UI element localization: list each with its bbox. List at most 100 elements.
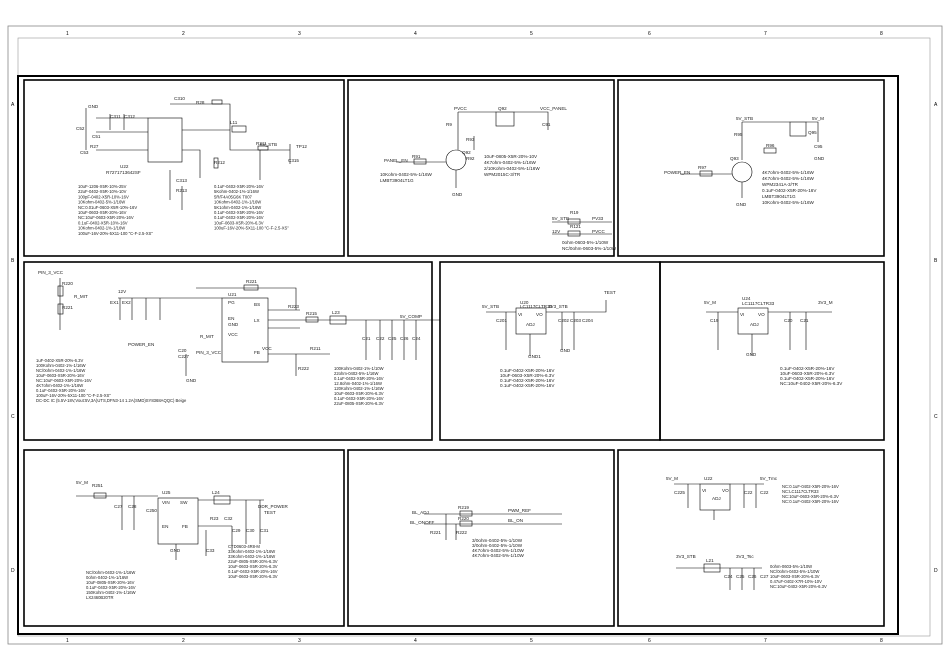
column-label: 7 bbox=[764, 31, 767, 37]
p1-label: U22 bbox=[120, 164, 129, 169]
p1-notes-right: 0.1uF-0402-X5R-20%-16V5Kohm-0402-1%-1/16… bbox=[214, 184, 289, 231]
p3-label: R97 bbox=[698, 165, 707, 170]
p2-label: R93 bbox=[466, 137, 475, 142]
p6-label: ADJ bbox=[750, 322, 759, 327]
p6-label: GND bbox=[746, 352, 757, 357]
p7-label: L24 bbox=[212, 490, 220, 495]
p5-label: C203 bbox=[570, 318, 581, 323]
p4-note: 22uF-0805-X5R-20%-6.3V bbox=[334, 401, 384, 406]
p8-note: 3/0ohm-0402-5%-1/10W bbox=[472, 538, 523, 543]
p9-label: C225 bbox=[674, 490, 685, 495]
p5-label: VO bbox=[536, 312, 543, 317]
p3-resistor bbox=[763, 147, 777, 154]
row-label: B bbox=[11, 258, 15, 264]
p2-label: R19 bbox=[570, 210, 579, 215]
p1-note: 100uF-16V-20%-5X11-100 "C-F-2.5-XS" bbox=[78, 231, 153, 236]
p1-resistor bbox=[211, 99, 223, 105]
p9-inductor bbox=[703, 563, 721, 573]
column-label: 5 bbox=[530, 638, 533, 644]
p4-note: NC:10uF-0603-X5R-20%-16V bbox=[36, 378, 92, 383]
p8-label: R220 bbox=[458, 516, 469, 521]
p6-label: LC1117CLTR33 bbox=[742, 301, 775, 306]
p4-note: 0.1uF-0402-X5R-20%-16V bbox=[334, 396, 384, 401]
column-label: 3 bbox=[298, 31, 301, 37]
p1-note: 5Kohm-0402-1%-1/16W bbox=[214, 189, 259, 194]
p6-note: 0.1uF-0402-X5R-20%-16V bbox=[780, 366, 835, 371]
p1-note: 100uF-16V-20%-5X11-100 "C-F-2.5-XS" bbox=[214, 226, 289, 231]
p1-note: 0.1uF-0402-X5R-20%-16V bbox=[214, 215, 264, 220]
p9-ldo-u22 bbox=[699, 483, 731, 511]
p6-note: NC:10uF-0402-X5R-20%-6.3V bbox=[780, 381, 843, 386]
p6-label: C21 bbox=[800, 318, 809, 323]
p5-label: LC1117CLTR33 bbox=[520, 304, 553, 309]
p4-label: C24 bbox=[412, 336, 421, 341]
p9-label: C24 bbox=[724, 574, 733, 579]
p1-resistor-2 bbox=[257, 145, 269, 151]
p9-label: C22 bbox=[760, 490, 769, 495]
column-label: 2 bbox=[182, 638, 185, 644]
p8-label: R222 bbox=[456, 530, 467, 535]
column-label: 7 bbox=[764, 638, 767, 644]
p3-label: GND bbox=[736, 202, 747, 207]
outer-frame bbox=[7, 25, 943, 645]
p1-note: 0.1uF-0402-X5R-10%-16V bbox=[78, 220, 128, 225]
p5-label: C204 bbox=[582, 318, 593, 323]
p5-ldo-u20 bbox=[515, 307, 547, 335]
p6-label: 5V_M bbox=[704, 300, 716, 305]
p7-label: DDR_POWER bbox=[258, 504, 289, 509]
p9-label: 5V_Tmc bbox=[760, 476, 778, 481]
p4-label: PIN_3_VCC bbox=[196, 350, 222, 355]
p7-label: U25 bbox=[162, 490, 171, 495]
panel-ddr-power bbox=[23, 449, 345, 627]
p4-resistor-2 bbox=[57, 303, 64, 315]
p2-label: PV33 bbox=[592, 216, 604, 221]
p4-note: 120Kohm-0402-1%-1/16W bbox=[334, 386, 384, 391]
p9-note: 0ohm-0603-5%-1/10W bbox=[770, 564, 812, 569]
p3-mosfet-body bbox=[789, 121, 807, 137]
p9-note: NC:10uF-0603-X5R-20%-6.3V bbox=[782, 494, 839, 499]
p4-note: 22ohm-0402-5%-1/16W bbox=[334, 371, 379, 376]
p5-label: ADJ bbox=[526, 322, 535, 327]
p8-label: BL_ON bbox=[508, 518, 523, 523]
p3-label: WPM2341A-3/TR bbox=[762, 182, 799, 187]
p2-label: 12V bbox=[552, 229, 561, 234]
p7-note: 33Kohm-0402-1%-1/16W bbox=[228, 549, 275, 554]
p8-resistor-2 bbox=[459, 520, 473, 527]
p4-label: C22 bbox=[376, 336, 385, 341]
p7-note: 10uF-0603-X5R-20%-6.3V bbox=[228, 574, 278, 579]
p9-label: ADJ bbox=[712, 496, 721, 501]
p7-note: 10uF-0603-X5R-20%-6.3V bbox=[228, 564, 278, 569]
p8-note: 4K7ohm-0402-5%-1/10W bbox=[472, 548, 524, 553]
column-label: 2 bbox=[182, 31, 185, 37]
p7-note: NC/0ohm-0402-1%-1/16W bbox=[86, 570, 135, 575]
drawing-area-frame bbox=[17, 75, 899, 635]
p2-label: C91 bbox=[542, 122, 551, 127]
p1-label: R27 bbox=[90, 144, 99, 149]
p7-label: C27 bbox=[114, 504, 123, 509]
panel-5v-m-switch bbox=[617, 79, 885, 257]
p4-ic-u21 bbox=[221, 297, 269, 363]
p3-label: Q93 bbox=[730, 156, 739, 161]
p1-note: 0.1uF-0402-X5R-20%-16V bbox=[214, 184, 264, 189]
column-label: 1 bbox=[66, 638, 69, 644]
p5-label: GND bbox=[560, 348, 571, 353]
p4-label: 12V bbox=[118, 289, 127, 294]
p9-note: NC:10uF-0402-X5R-20%-6.3V bbox=[770, 584, 827, 589]
p4-label: GND bbox=[186, 378, 197, 383]
p4-note: 0.1uF-0402-X5R-20%-16V bbox=[36, 388, 86, 393]
p6-ldo-u24 bbox=[737, 307, 769, 335]
p9-label: L21 bbox=[706, 558, 714, 563]
p7-circuit bbox=[76, 492, 264, 560]
p7-label: C33 bbox=[206, 548, 215, 553]
p6-label: 3V3_M bbox=[818, 300, 833, 305]
p1-note: 5K1ohm-0402-1%-1/16W bbox=[214, 205, 261, 210]
p2-label: 10Kohm-0402-5%-1/16W bbox=[380, 172, 432, 177]
p5-note: 10uF-0603-X5R-20%-6.3V bbox=[500, 373, 555, 378]
p3-label: 5V_STB bbox=[736, 116, 753, 121]
row-label: C bbox=[934, 414, 938, 420]
p1-note: 10Kohm-0402-5%-1/16W bbox=[78, 200, 125, 205]
p7-note: 33Kohm-0402-1%-1/16W bbox=[228, 554, 275, 559]
